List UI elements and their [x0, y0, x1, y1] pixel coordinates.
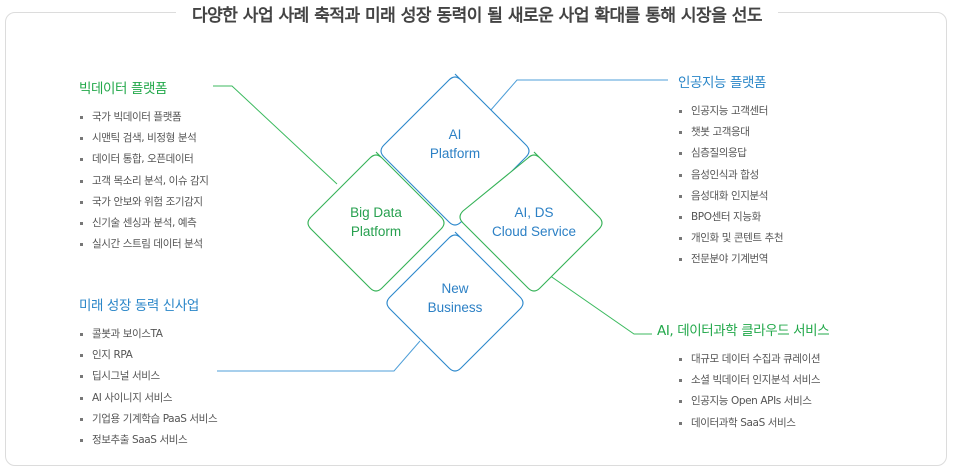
page-title: 다양한 사업 사례 축적과 미래 성장 동력이 될 새로운 사업 확대를 통해 …	[0, 1, 954, 26]
list-item: 인공지능 Open APIs 서비스	[678, 391, 829, 412]
list-item: 개인화 및 콘텐트 추천	[678, 228, 784, 249]
list-item: 기업용 기계학습 PaaS 서비스	[79, 409, 218, 430]
section-bigdata: 빅데이터 플랫폼 국가 빅데이터 플랫폼 시맨틱 검색, 비정형 분석 데이터 …	[79, 77, 209, 255]
section-future-title: 미래 성장 동력 신사업	[79, 298, 199, 314]
section-bigdata-title: 빅데이터 플랫폼	[79, 81, 168, 97]
list-item: 인공지능 고객센터	[678, 101, 783, 122]
list-item: 인지 RPA	[79, 345, 217, 366]
list-item: 데이터 통합, 오픈데이터	[79, 149, 209, 170]
list-item: 신기술 센싱과 분석, 예측	[79, 213, 209, 234]
list-item: 심층질의응답	[678, 143, 783, 164]
list-item: 콜봇과 보이스TA	[79, 324, 217, 345]
section-cloud-title: AI, 데이터과학 클라우드 서비스	[657, 323, 830, 339]
section-future-list: 콜봇과 보이스TA 인지 RPA 딥시그널 서비스 AI 사이니지 서비스 기업…	[79, 324, 218, 451]
section-ai-title: 인공지능 플랫폼	[678, 75, 767, 91]
diamond-ai-ds-cloud	[459, 151, 603, 292]
list-item: 정보추출 SaaS 서비스	[79, 430, 217, 451]
list-item: AI 사이니지 서비스	[79, 388, 217, 409]
section-cloud: AI, 데이터과학 클라우드 서비스 대규모 데이터 수집과 큐레이션 소셜 빅…	[657, 319, 830, 434]
connector-bigdata	[213, 85, 338, 185]
list-item: 딥시그널 서비스	[79, 366, 217, 387]
section-ai: 인공지능 플랫폼 인공지능 고객센터 챗봇 고객응대 심층질의응답 음성인식과 …	[678, 71, 784, 271]
diamond-bigdata-platform	[307, 151, 445, 292]
list-item: 전문분야 기계번역	[678, 249, 783, 270]
list-item: 국가 안보와 위험 조기감지	[79, 192, 209, 213]
section-cloud-list: 대규모 데이터 수집과 큐레이션 소셜 빅데이터 인지분석 서비스 인공지능 O…	[678, 349, 829, 434]
section-future: 미래 성장 동력 신사업 콜봇과 보이스TA 인지 RPA 딥시그널 서비스 A…	[79, 294, 218, 451]
section-bigdata-list: 국가 빅데이터 플랫폼 시맨틱 검색, 비정형 분석 데이터 통합, 오픈데이터…	[79, 107, 209, 255]
list-item: 실시간 스트림 데이터 분석	[79, 234, 209, 255]
list-item: 국가 빅데이터 플랫폼	[79, 107, 209, 128]
connector-ai	[489, 79, 668, 112]
list-item: 음성대화 인지분석	[678, 186, 783, 207]
diamond-new-business	[386, 231, 524, 372]
connector-future	[217, 340, 421, 372]
list-item: 고객 목소리 분석, 이슈 감지	[79, 171, 209, 192]
list-item: 챗봇 고객응대	[678, 122, 783, 143]
section-ai-list: 인공지능 고객센터 챗봇 고객응대 심층질의응답 음성인식과 합성 음성대화 인…	[678, 101, 784, 271]
list-item: BPO센터 지능화	[678, 207, 783, 228]
list-item: 대규모 데이터 수집과 큐레이션	[678, 349, 829, 370]
list-item: 데이터과학 SaaS 서비스	[678, 413, 829, 434]
list-item: 소셜 빅데이터 인지분석 서비스	[678, 370, 829, 391]
list-item: 음성인식과 합성	[678, 165, 783, 186]
list-item: 시맨틱 검색, 비정형 분석	[79, 128, 209, 149]
